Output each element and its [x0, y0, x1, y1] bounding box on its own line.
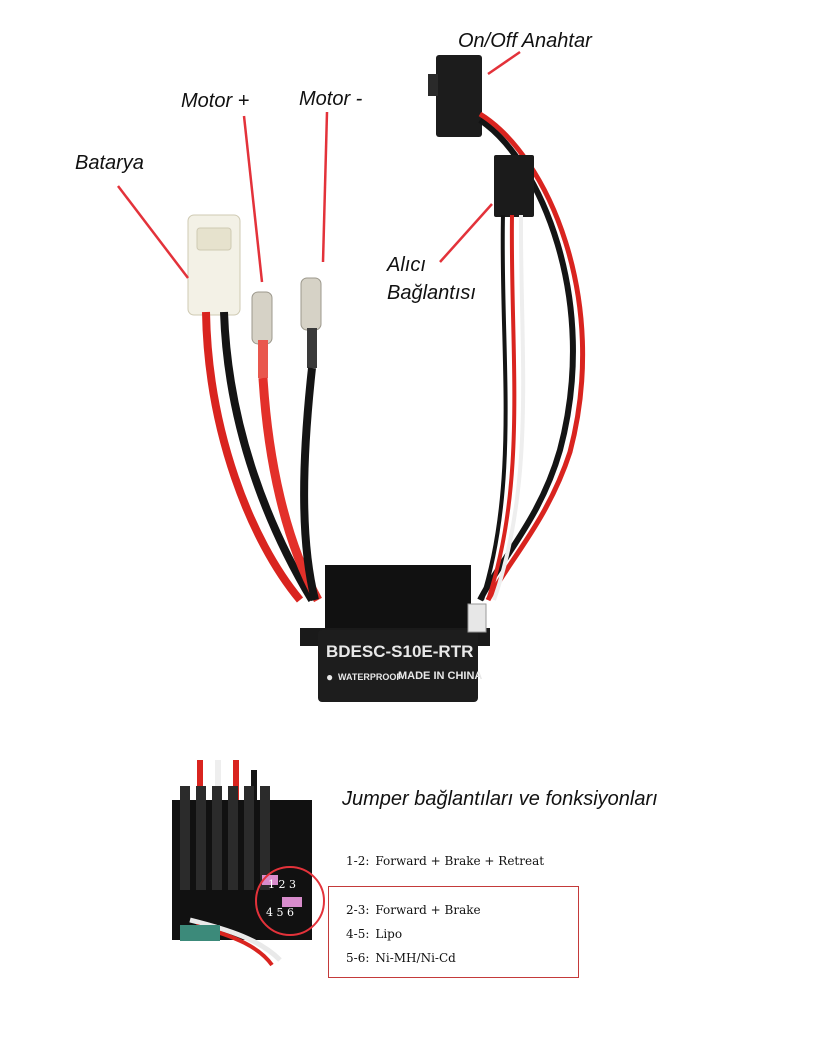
esc-model-text: BDESC-S10E-RTR: [326, 642, 474, 661]
battery-connector: [187, 214, 241, 316]
pointer-onoff: [487, 50, 521, 76]
esc-made-in-text: MADE IN CHINA: [398, 670, 483, 682]
label-alici-line2: Bağlantısı: [387, 282, 476, 304]
label-onoff: On/Off Anahtar: [458, 30, 592, 52]
jumper-row-key: 1-2:: [346, 854, 370, 868]
jumper-row-text: Forward + Brake: [375, 903, 481, 917]
onoff-switch: [428, 55, 482, 137]
motor-minus-terminal: [300, 277, 322, 368]
motor-plus-terminal: [251, 291, 273, 378]
jumper-row: 4-5: Lipo: [346, 927, 402, 941]
jumper-row-text: Ni-MH/Ni-Cd: [375, 951, 456, 965]
jumper-row: 2-3: Forward + Brake: [346, 903, 481, 917]
motor-minus-wire: [300, 367, 319, 601]
battery-wire-red: [202, 311, 304, 603]
jumper-pins-bottom: 4 5 6: [266, 906, 294, 919]
jumper-row-text: Lipo: [375, 927, 403, 941]
jumper-row: 1-2: Forward + Brake + Retreat: [346, 854, 544, 868]
label-batarya: Batarya: [75, 152, 144, 174]
jumper-row-key: 2-3:: [346, 903, 370, 917]
jumper-highlight-box: [328, 886, 579, 978]
label-alici-line1: Alıcı: [387, 254, 426, 276]
pointer-alici: [439, 203, 493, 263]
jumper-row-key: 4-5:: [346, 927, 370, 941]
receiver-connector: [494, 155, 534, 217]
battery-wire-black: [220, 311, 316, 603]
esc-body: [300, 565, 490, 702]
pointer-batarya: [117, 185, 189, 279]
label-motor-plus: Motor +: [181, 90, 250, 112]
pointer-motor-plus: [242, 115, 264, 283]
esc-waterproof-text: WATERPROOF: [338, 672, 402, 682]
receiver-wire-1: [480, 214, 508, 601]
receiver-wire-2: [486, 214, 517, 601]
label-motor-minus: Motor -: [299, 88, 363, 110]
jumper-row-key: 5-6:: [346, 951, 370, 965]
jumper-row: 5-6: Ni-MH/Ni-Cd: [346, 951, 456, 965]
jumper-highlight-circle: [255, 866, 325, 936]
receiver-wire-3: [492, 214, 526, 601]
pointer-motor-minus: [321, 111, 329, 263]
jumper-row-text: Forward + Brake + Retreat: [375, 854, 545, 868]
jumper-title: Jumper bağlantıları ve fonksiyonları: [342, 788, 658, 810]
jumper-pins-top: 1 2 3: [268, 878, 296, 891]
drop-icon: ●: [326, 670, 334, 684]
